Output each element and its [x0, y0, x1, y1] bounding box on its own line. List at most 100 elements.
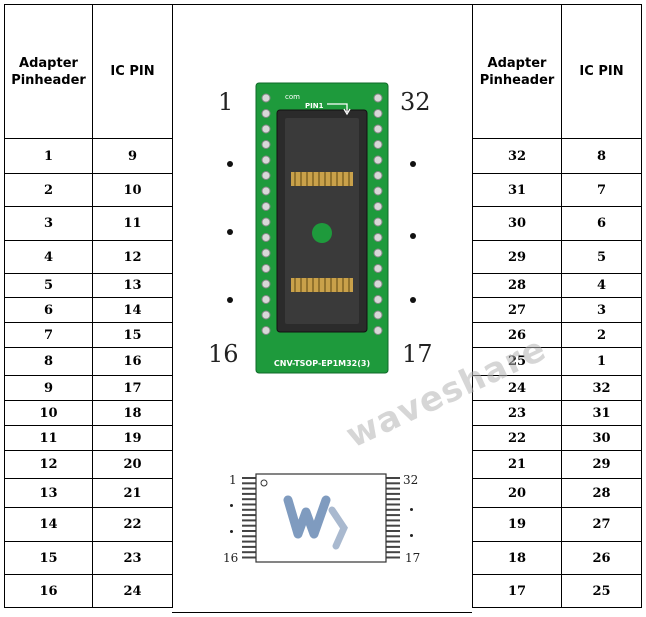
board-pin-label-32: 32 — [400, 88, 431, 116]
header-pin — [373, 217, 383, 227]
ic-pin-cell: 22 — [92, 507, 173, 542]
adapter-pin-cell: 18 — [472, 541, 562, 575]
ic-pin-cell: 32 — [561, 375, 642, 401]
header-pin — [373, 93, 383, 103]
ic-pin-cell: 19 — [92, 425, 173, 451]
adapter-pin-cell: 19 — [472, 507, 562, 542]
board-pin-label-17: 17 — [402, 340, 433, 368]
adapter-pin-cell: 26 — [472, 322, 562, 348]
ic-pin-cell: 15 — [92, 322, 173, 348]
chip-pin-label-32: 32 — [403, 473, 419, 487]
header-pin — [261, 155, 271, 165]
header-pin — [261, 264, 271, 273]
header-pin — [261, 310, 271, 320]
ic-pin-cell: 5 — [561, 240, 642, 274]
ic-pin-cell: 7 — [561, 173, 642, 207]
ic-pin-cell: 29 — [561, 450, 642, 479]
adapter-pin-cell: 13 — [4, 478, 93, 508]
tsop-chip-image — [242, 473, 400, 563]
right-table-header: Adapter Pinheader IC PIN — [472, 4, 642, 139]
ic-pin-cell: 1 — [561, 347, 642, 376]
ic-pin-cell: 10 — [92, 173, 173, 207]
ic-pin-cell: 30 — [561, 425, 642, 451]
adapter-pin-cell: 30 — [472, 206, 562, 241]
ic-pin-cell: 21 — [92, 478, 173, 508]
adapter-pin-cell: 11 — [4, 425, 93, 451]
chip-pin-label-17: 17 — [405, 551, 421, 565]
board-dot — [410, 233, 416, 239]
header-pin — [261, 109, 271, 118]
ic-pin-header: IC PIN — [561, 4, 642, 139]
header-pin — [373, 109, 383, 118]
adapter-pin-cell: 23 — [472, 400, 562, 426]
header-pin — [261, 171, 271, 180]
board-dot — [410, 297, 416, 303]
header-pin — [261, 202, 271, 211]
adapter-pin-cell: 32 — [472, 138, 562, 174]
ic-pin-cell: 11 — [92, 206, 173, 241]
adapter-pin-cell: 21 — [472, 450, 562, 479]
board-dot — [227, 161, 233, 167]
header-pin — [373, 155, 383, 165]
header-pin — [373, 233, 383, 242]
ic-pin-header: IC PIN — [92, 4, 173, 139]
header-pin — [373, 279, 383, 289]
adapter-pin-cell: 25 — [472, 347, 562, 376]
ic-pin-cell: 3 — [561, 297, 642, 323]
adapter-pin-cell: 14 — [4, 507, 93, 542]
board-pin-label-1: 1 — [218, 88, 234, 116]
adapter-pin-cell: 15 — [4, 541, 93, 575]
adapter-pin-cell: 27 — [472, 297, 562, 323]
board-model-label: CNV-TSOP-EP1M32(3) — [274, 359, 370, 368]
ic-pin-cell: 18 — [92, 400, 173, 426]
adapter-pin-cell: 20 — [472, 478, 562, 508]
header-pin — [261, 124, 271, 134]
adapter-pin-cell: 28 — [472, 273, 562, 298]
header-pin — [373, 124, 383, 134]
ic-pin-cell: 23 — [92, 541, 173, 575]
adapter-header: Adapter Pinheader — [472, 4, 562, 139]
header-pin — [373, 202, 383, 211]
board-pin-label-16: 16 — [208, 340, 239, 368]
header-pin — [261, 186, 271, 196]
header-pin — [373, 295, 383, 304]
adapter-pin-cell: 12 — [4, 450, 93, 479]
ic-pin-cell: 6 — [561, 206, 642, 241]
chip-pin-label-16: 16 — [223, 551, 239, 565]
header-pin — [373, 248, 383, 258]
ic-pin-cell: 2 — [561, 322, 642, 348]
adapter-pin-cell: 3 — [4, 206, 93, 241]
adapter-pin-cell: 31 — [472, 173, 562, 207]
adapter-pin-cell: 2 — [4, 173, 93, 207]
chip-dot — [410, 508, 413, 511]
ic-pin-cell: 4 — [561, 273, 642, 298]
adapter-header: Adapter Pinheader — [4, 4, 93, 139]
adapter-pin-cell: 5 — [4, 273, 93, 298]
chip-dot — [410, 534, 413, 537]
waveshare-logo-icon — [283, 495, 348, 550]
header-pin — [261, 248, 271, 258]
adapter-pin-cell: 29 — [472, 240, 562, 274]
ic-pin-cell: 17 — [92, 375, 173, 401]
